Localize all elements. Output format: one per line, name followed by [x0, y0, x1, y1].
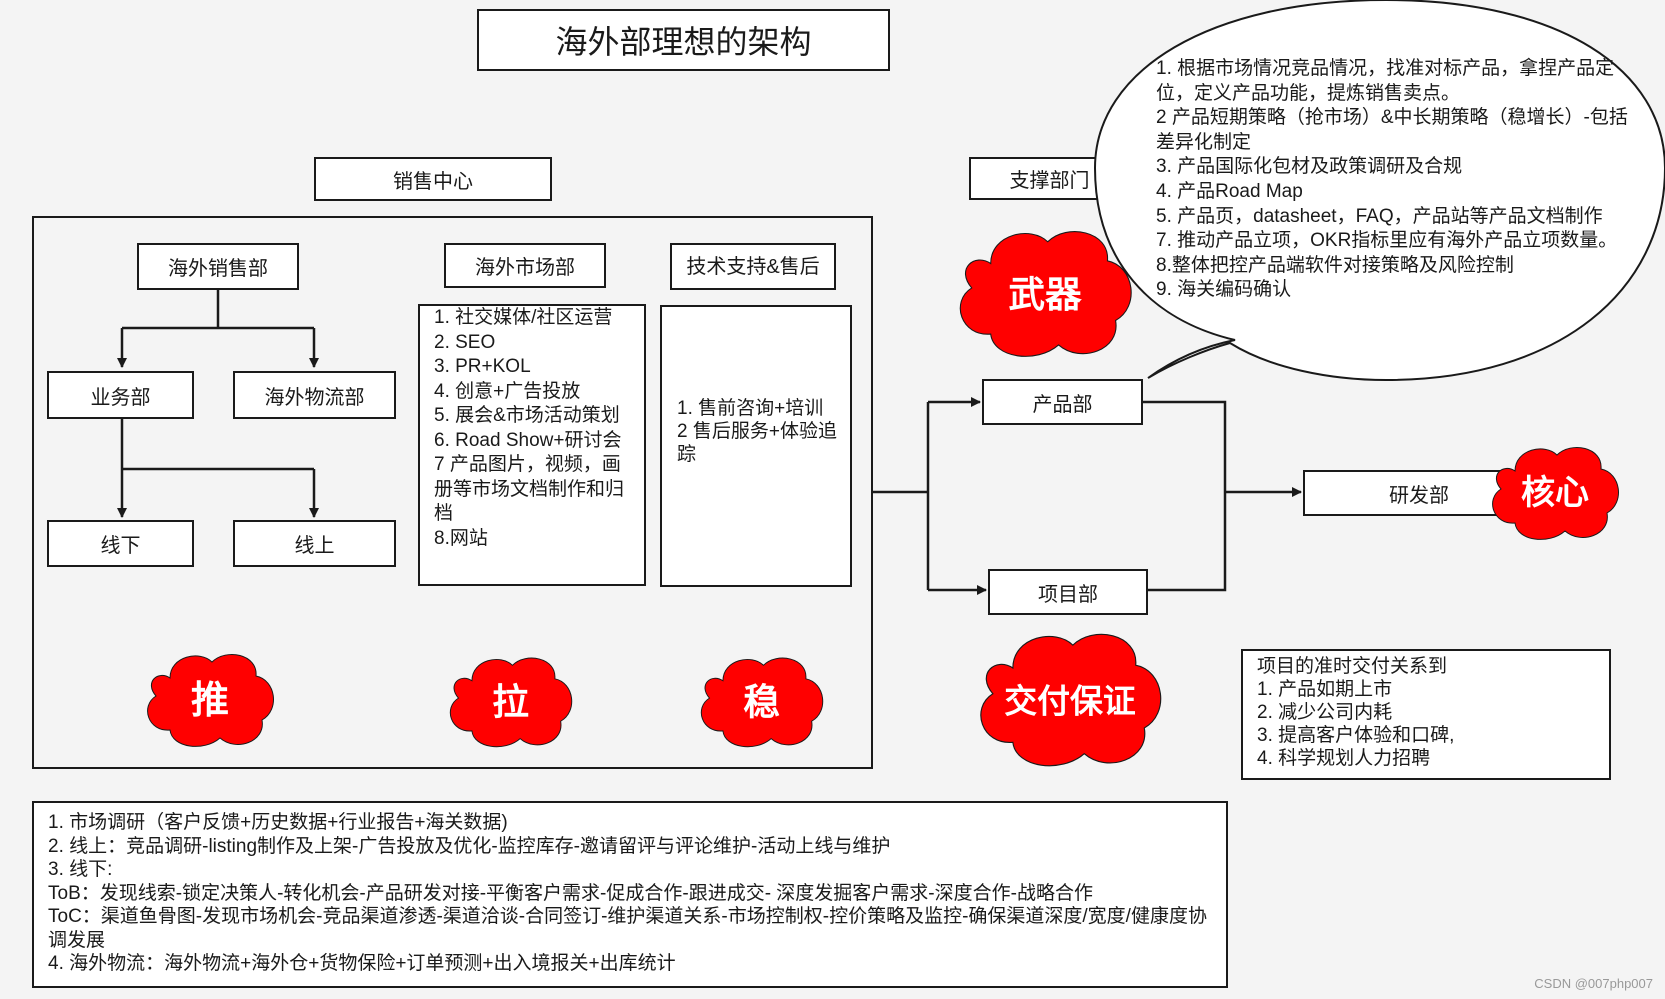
list-item: 2 售后服务+体验追踪 — [677, 420, 837, 465]
list-item: 3. PR+KOL — [434, 356, 531, 377]
cloud-pull-label: 拉 — [492, 681, 529, 724]
list-item: 2. 减少公司内耗 — [1257, 702, 1393, 723]
cloud-delivery: 交付保证 — [980, 633, 1162, 767]
bottom-notes: 1. 市场调研（客户反馈+历史数据+行业报告+海关数据) 2. 线上：竞品调研-… — [32, 801, 1228, 988]
page-title: 海外部理想的架构 — [477, 9, 890, 71]
list-item: 1. 社交媒体/社区运营 — [434, 307, 613, 328]
list-item: 7. 推动产品立项，OKR指标里应有海外产品立项数量。 — [1156, 230, 1618, 252]
tech-support-header: 技术支持&售后 — [670, 243, 836, 290]
overseas-sales-dept: 海外销售部 — [137, 243, 299, 290]
list-item: 5. 产品页，datasheet，FAQ，产品站等产品文档制作 — [1156, 205, 1603, 227]
list-item: 1. 产品如期上市 — [1257, 679, 1393, 700]
list-item: 4. 海外物流：海外物流+海外仓+货物保险+订单预测+出入境报关+出库统计 — [48, 953, 676, 974]
list-item: 4. 创意+广告投放 — [434, 380, 581, 402]
speech-bubble — [1093, 0, 1665, 382]
list-item: 4. 产品Road Map — [1156, 180, 1303, 202]
list-item: 2. 线上：竞品调研-listing制作及上架-广告投放及优化-监控库存-邀请留… — [48, 835, 891, 857]
list-item: 8.整体把控产品端软件对接策略及风险控制 — [1156, 254, 1514, 276]
list-item: 2 产品短期策略（抢市场）&中长期策略（稳增长）-包括差异化制定 — [1156, 107, 1628, 153]
business-dept: 业务部 — [47, 371, 194, 419]
offline-channel: 线下 — [47, 520, 194, 567]
cloud-stable: 稳 — [700, 657, 824, 748]
product-dept: 产品部 — [982, 379, 1143, 425]
list-item: 6. Road Show+研讨会 — [434, 429, 622, 451]
list-item: 3. 产品国际化包材及政策调研及合规 — [1156, 156, 1463, 178]
list-item: 3. 提高客户体验和口碑, — [1257, 725, 1455, 746]
project-delivery-note: 项目的准时交付关系到 1. 产品如期上市 2. 减少公司内耗 3. 提高客户体验… — [1241, 649, 1611, 780]
list-item: 9. 海关编码确认 — [1156, 279, 1292, 301]
sales-center-header: 销售中心 — [314, 157, 552, 201]
online-channel: 线上 — [233, 520, 396, 567]
list-item: ToC：渠道鱼骨图-发现市场机会-竞品渠道渗透-渠道洽谈-合同签订-维护渠道关系… — [48, 906, 1207, 951]
logistics-dept: 海外物流部 — [233, 371, 396, 419]
cloud-delivery-label: 交付保证 — [1004, 682, 1136, 720]
cloud-stable-label: 稳 — [743, 681, 780, 724]
sales-center-frame — [32, 216, 873, 769]
list-item: 5. 展会&市场活动策划 — [434, 405, 620, 426]
cloud-pull: 拉 — [449, 657, 573, 748]
cloud-push: 推 — [147, 654, 274, 747]
cloud-weapon: 武器 — [959, 231, 1132, 357]
project-note-title: 项目的准时交付关系到 — [1257, 656, 1448, 677]
speech-bubble-list: 1. 根据市场情况竞品情况，找准对标产品，拿捏产品定位，定义产品功能，提炼销售卖… — [1156, 57, 1640, 303]
list-item: 3. 线下: — [48, 859, 113, 880]
project-dept: 项目部 — [988, 569, 1148, 615]
list-item: ToB：发现线索-锁定决策人-转化机会-产品研发对接-平衡客户需求-促成合作-跟… — [48, 882, 1093, 904]
list-item: 7 产品图片，视频，画册等市场文档制作和归档 — [434, 454, 625, 524]
cloud-push-label: 推 — [191, 678, 229, 722]
list-item: 1. 售前咨询+培训 — [677, 397, 824, 419]
watermark: CSDN @007php007 — [1534, 976, 1653, 991]
marketing-task-list: 1. 社交媒体/社区运营 2. SEO 3. PR+KOL 4. 创意+广告投放… — [418, 304, 646, 586]
marketing-dept-header: 海外市场部 — [444, 243, 606, 288]
list-item: 2. SEO — [434, 331, 496, 353]
list-item: 1. 根据市场情况竞品情况，找准对标产品，拿捏产品定位，定义产品功能，提炼销售卖… — [1156, 58, 1615, 104]
list-item: 4. 科学规划人力招聘 — [1257, 748, 1431, 769]
cloud-core-label: 核心 — [1521, 473, 1589, 513]
cloud-weapon-label: 武器 — [1008, 273, 1082, 316]
cloud-core: 核心 — [1492, 447, 1619, 540]
list-item: 8.网站 — [434, 527, 488, 549]
tech-support-list: 1. 售前咨询+培训 2 售后服务+体验追踪 — [660, 305, 852, 587]
list-item: 1. 市场调研（客户反馈+历史数据+行业报告+海关数据) — [48, 812, 508, 833]
